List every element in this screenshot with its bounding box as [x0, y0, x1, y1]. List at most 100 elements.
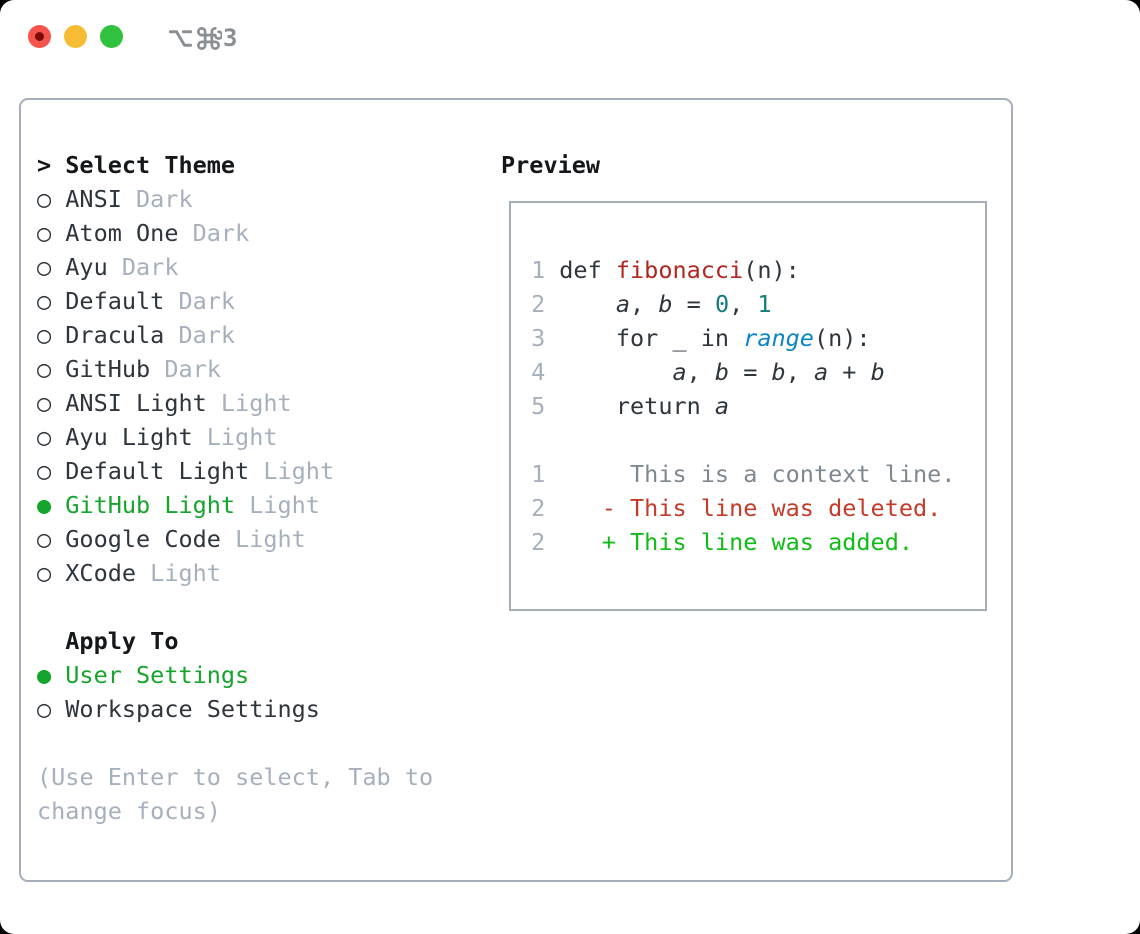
spacer-row [37, 590, 433, 624]
radio-unselected-icon: ○ [37, 457, 52, 485]
theme-option[interactable]: ○ GitHub Dark [37, 352, 433, 386]
select-theme-header: > Select Theme [37, 148, 433, 182]
preview-code-line: 1 This is a context line. [511, 457, 985, 491]
radio-unselected-icon: ○ [37, 185, 52, 213]
option-label: GitHub [65, 355, 151, 383]
traffic-lights [28, 25, 123, 48]
code-text: a, b = b, a + b [672, 358, 885, 386]
option-label: GitHub Light [65, 491, 236, 519]
code-text: This is a context line. [559, 460, 956, 488]
code-text: - This line was deleted. [601, 494, 942, 522]
line-number: 1 [531, 460, 546, 488]
code-text: return a [559, 392, 730, 420]
radio-unselected-icon: ○ [37, 253, 52, 281]
theme-variant-tag: Dark [136, 185, 193, 213]
theme-variant-tag: Light [150, 559, 221, 587]
hint-line-2: change focus) [37, 797, 221, 825]
theme-option[interactable]: ○ Google Code Light [37, 522, 433, 556]
theme-variant-tag: Light [249, 491, 320, 519]
select-theme-title: Select Theme [65, 151, 236, 179]
theme-variant-tag: Light [220, 389, 292, 417]
preview-code-line: 2 - This line was deleted. [511, 491, 985, 525]
theme-variant-tag: Dark [164, 355, 221, 383]
line-number: 4 [531, 358, 546, 386]
theme-option[interactable]: ○ Ayu Light Light [37, 420, 433, 454]
minimize-button[interactable] [64, 25, 87, 48]
theme-variant-tag: Dark [178, 321, 236, 349]
option-label: Ayu [65, 253, 108, 281]
preview-code-line: 2 a, b = 0, 1 [511, 287, 985, 321]
fullscreen-button[interactable] [100, 25, 123, 48]
radio-unselected-icon: ○ [37, 423, 52, 451]
apply-to-title: Apply To [65, 627, 179, 655]
radio-unselected-icon: ○ [37, 219, 52, 247]
theme-option[interactable]: ○ Atom One Dark [37, 216, 433, 250]
preview-code-line [511, 423, 985, 457]
line-number: 2 [531, 528, 546, 556]
code-text: a, b = 0, 1 [615, 290, 772, 318]
unsaved-indicator-dot [35, 32, 44, 41]
radio-unselected-icon: ○ [37, 287, 52, 315]
line-number: 5 [531, 392, 546, 420]
option-label: ANSI [65, 185, 122, 213]
option-label: Google Code [65, 525, 221, 553]
radio-unselected-icon: ○ [37, 525, 52, 553]
theme-variant-tag: Dark [121, 253, 179, 281]
radio-unselected-icon: ○ [37, 389, 52, 417]
close-button[interactable] [28, 25, 51, 48]
option-label: Dracula [65, 321, 165, 349]
prompt-caret: > [37, 151, 52, 179]
preview-code-line: 2 + This line was added. [511, 525, 985, 559]
option-label: Ayu Light [65, 423, 193, 451]
apply-option-selected[interactable]: ● User Settings [37, 658, 433, 692]
theme-option[interactable]: ○ Ayu Dark [37, 250, 433, 284]
theme-variant-tag: Light [235, 525, 306, 553]
preview-code-line: 5 return a [511, 389, 985, 423]
theme-option[interactable]: ○ ANSI Dark [37, 182, 433, 216]
command-key-icon [197, 26, 222, 50]
titlebar: 3 [0, 0, 1140, 75]
option-label: User Settings [65, 661, 250, 689]
theme-option[interactable]: ○ Default Light Light [37, 454, 433, 488]
radio-unselected-icon: ○ [37, 695, 52, 723]
theme-option-selected[interactable]: ● GitHub Light Light [37, 488, 433, 522]
option-label: Workspace Settings [65, 695, 320, 723]
code-text: def fibonacci(n): [559, 256, 800, 284]
preview-code-line: 4 a, b = b, a + b [511, 355, 985, 389]
option-label: Default [65, 287, 165, 315]
radio-unselected-icon: ○ [37, 355, 52, 383]
line-number [517, 423, 545, 457]
option-label: Atom One [65, 219, 179, 247]
hint-line-1: (Use Enter to select, Tab to [37, 763, 434, 791]
apply-to-list: ● User Settings ○ Workspace Settings [37, 658, 433, 726]
line-number: 1 [531, 256, 546, 284]
radio-unselected-icon: ○ [37, 321, 52, 349]
line-number: 3 [531, 324, 546, 352]
theme-option[interactable]: ○ Default Dark [37, 284, 433, 318]
radio-selected-icon: ● [37, 661, 52, 689]
window-title-number: 3 [223, 24, 238, 52]
line-number: 2 [531, 290, 546, 318]
option-label: Default Light [65, 457, 250, 485]
theme-variant-tag: Light [206, 423, 278, 451]
preview-code-line: 1 def fibonacci(n): [511, 253, 985, 287]
code-text: for _ in range(n): [559, 324, 871, 352]
spacer-row [37, 726, 433, 760]
option-label: XCode [65, 559, 137, 587]
theme-variant-tag: Dark [192, 219, 250, 247]
line-number: 2 [531, 494, 546, 522]
theme-variant-tag: Light [263, 457, 335, 485]
apply-option[interactable]: ○ Workspace Settings [37, 692, 433, 726]
preview-code-line: 3 for _ in range(n): [511, 321, 985, 355]
radio-selected-icon: ● [37, 491, 52, 519]
theme-option[interactable]: ○ Dracula Dark [37, 318, 433, 352]
code-text: + This line was added. [601, 528, 913, 556]
theme-variant-tag: Dark [178, 287, 236, 315]
apply-to-header: Apply To [37, 624, 433, 658]
